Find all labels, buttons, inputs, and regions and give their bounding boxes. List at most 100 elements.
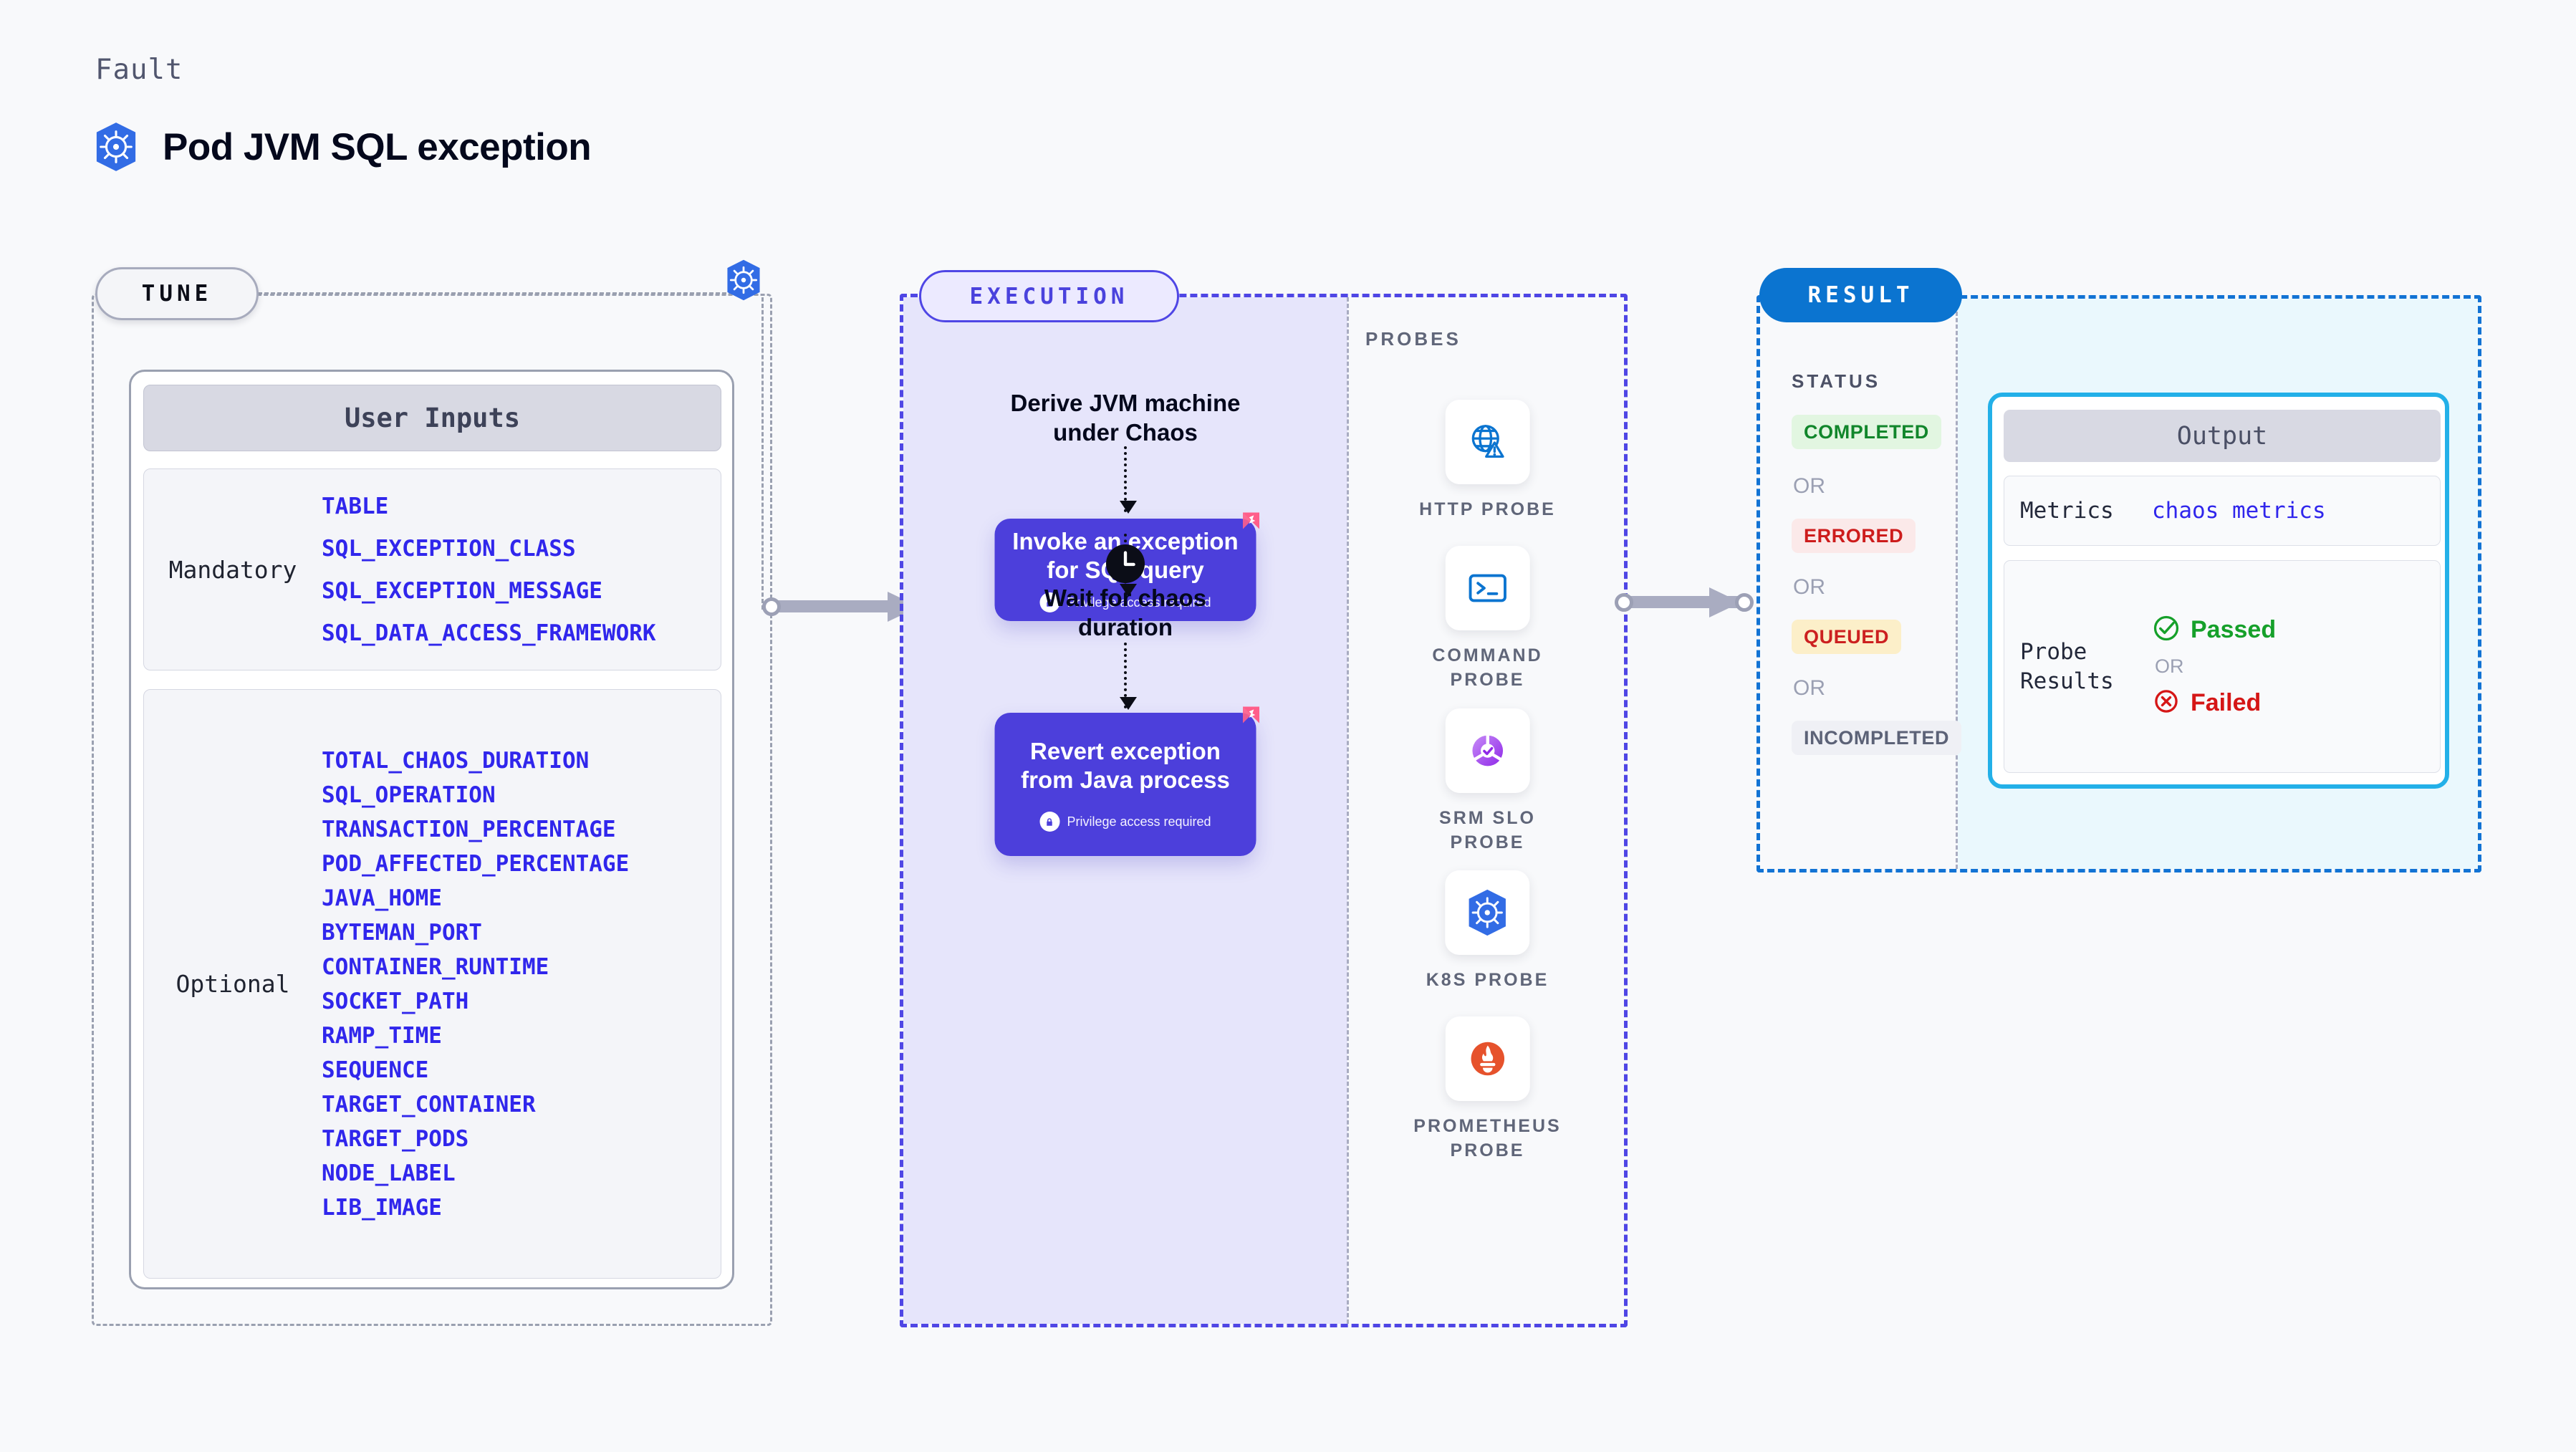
probe-result-passed: Passed — [2152, 614, 2276, 646]
output-probe-results-values: Passed OR Failed — [2152, 614, 2276, 719]
probe-result-failed: Failed — [2152, 687, 2276, 719]
status-label: STATUS — [1792, 370, 1881, 392]
harness-logo-icon — [1235, 698, 1268, 735]
param-item[interactable]: BYTEMAN_PORT — [322, 919, 482, 946]
param-item[interactable]: SQL_OPERATION — [322, 782, 496, 808]
flow-arrow-3 — [1120, 643, 1137, 710]
srm-slo-icon — [1445, 708, 1530, 793]
user-inputs-title: User Inputs — [143, 385, 721, 451]
param-item[interactable]: LIB_IMAGE — [322, 1194, 442, 1221]
param-item[interactable]: TABLE — [322, 493, 389, 519]
param-item[interactable]: SQL_DATA_ACCESS_FRAMEWORK — [322, 620, 656, 646]
step-revert-exception[interactable]: Revert exception from Java process Privi… — [994, 706, 1259, 856]
harness-logo-icon — [1235, 504, 1268, 541]
probe-http[interactable]: HTTP PROBE — [1419, 400, 1556, 522]
page-title: Pod JVM SQL exception — [94, 122, 592, 172]
optional-label: Optional — [176, 970, 290, 998]
terminal-icon — [1445, 546, 1530, 630]
status-badge-incompleted: INCOMPLETED — [1792, 721, 1962, 755]
arrow-dot-start — [1615, 593, 1633, 612]
param-item[interactable]: TARGET_CONTAINER — [322, 1091, 536, 1117]
probe-prometheus-label: PROMETHEUS PROBE — [1413, 1116, 1562, 1160]
probes-label: PROBES — [1365, 328, 1461, 350]
lock-icon — [1039, 592, 1060, 613]
tune-section — [92, 294, 772, 1326]
step-revert-sub-text: Privilege access required — [1067, 814, 1211, 829]
probes-column: PROBES HTTP PROBE — [1350, 297, 1625, 1324]
status-badge-errored: ERRORED — [1792, 519, 1916, 553]
mandatory-label: Mandatory — [168, 555, 297, 584]
probe-k8s[interactable]: K8S PROBE — [1426, 870, 1549, 993]
execution-flow: Derive JVM machine under Chaos Invoke an… — [903, 297, 1347, 1324]
step-invoke-sub-text: Privilege access required — [1067, 595, 1211, 610]
param-item[interactable]: SOCKET_PATH — [322, 988, 469, 1014]
arrow-line — [778, 600, 915, 612]
optional-params: TOTAL_CHAOS_DURATION SQL_OPERATION TRANS… — [322, 748, 629, 1221]
result-inner-divider — [1956, 299, 1958, 869]
probe-srm-slo-label: SRM SLO PROBE — [1439, 808, 1536, 852]
result-badge[interactable]: RESULT — [1759, 268, 1962, 322]
probe-prometheus[interactable]: PROMETHEUS PROBE — [1413, 1016, 1561, 1163]
output-title: Output — [2004, 410, 2441, 462]
param-item[interactable]: CONTAINER_RUNTIME — [322, 953, 549, 980]
optional-group: Optional TOTAL_CHAOS_DURATION SQL_OPERAT… — [143, 689, 721, 1279]
step-revert-subtitle: Privilege access required — [1039, 812, 1211, 832]
wait-chaos-title: Wait for chaos duration — [1044, 585, 1207, 640]
kubernetes-icon — [1445, 870, 1530, 955]
status-column: STATUS COMPLETED OR ERRORED OR QUEUED OR… — [1760, 299, 1962, 869]
prometheus-icon — [1445, 1016, 1530, 1101]
globe-warning-icon — [1445, 400, 1530, 484]
probe-command[interactable]: COMMAND PROBE — [1418, 546, 1557, 692]
lock-icon — [1039, 812, 1060, 832]
derive-jvm-line2: under Chaos — [1053, 418, 1198, 446]
probe-result-or: OR — [2155, 655, 2184, 677]
mandatory-group: Mandatory TABLE SQL_EXCEPTION_CLASS SQL_… — [143, 468, 721, 670]
status-or-1: OR — [1793, 474, 1825, 498]
output-card: Output Metrics chaos metrics Probe Resul… — [1988, 393, 2449, 789]
arrow-dot-start — [762, 597, 781, 616]
check-circle-icon — [2152, 614, 2181, 646]
output-probe-results-key: Probe Results — [2020, 638, 2114, 694]
param-item[interactable]: JAVA_HOME — [322, 885, 442, 911]
param-item[interactable]: SQL_EXCEPTION_MESSAGE — [322, 577, 602, 604]
probes-divider — [1347, 297, 1349, 1324]
probe-command-label: COMMAND PROBE — [1432, 645, 1543, 690]
page-title-text: Pod JVM SQL exception — [163, 125, 592, 168]
execution-badge[interactable]: EXECUTION — [919, 270, 1179, 322]
output-probe-results-row: Probe Results Passed OR — [2004, 560, 2441, 773]
probe-result-passed-label: Passed — [2191, 616, 2277, 643]
status-badge-queued: QUEUED — [1792, 620, 1902, 654]
flow-arrow-1 — [1120, 446, 1137, 514]
clock-icon — [1106, 544, 1145, 587]
probe-srm-slo[interactable]: SRM SLO PROBE — [1418, 708, 1557, 855]
param-item[interactable]: SQL_EXCEPTION_CLASS — [322, 535, 576, 562]
kubernetes-icon — [94, 122, 138, 172]
param-item[interactable]: TARGET_PODS — [322, 1125, 469, 1152]
step-invoke-subtitle: Privilege access required — [1039, 592, 1211, 613]
arrow-dot-end — [1735, 593, 1754, 612]
status-or-3: OR — [1793, 676, 1825, 700]
derive-jvm-title: Derive JVM machine under Chaos — [903, 389, 1347, 447]
param-item[interactable]: TOTAL_CHAOS_DURATION — [322, 747, 590, 774]
probe-result-failed-label: Failed — [2191, 689, 2262, 716]
tune-dashed-vertical — [761, 297, 764, 610]
param-item[interactable]: SEQUENCE — [322, 1057, 429, 1083]
output-metrics-value[interactable]: chaos metrics — [2152, 498, 2326, 524]
tune-dashed-connector — [258, 292, 752, 294]
param-item[interactable]: RAMP_TIME — [322, 1022, 442, 1049]
step-revert-title: Revert exception from Java process — [1021, 737, 1230, 793]
execution-section — [900, 294, 1628, 1327]
x-circle-icon — [2152, 687, 2181, 719]
derive-jvm-line1: Derive JVM machine — [1010, 390, 1241, 416]
user-inputs-card: User Inputs Mandatory TABLE SQL_EXCEPTIO… — [129, 370, 734, 1289]
kubernetes-icon — [725, 259, 762, 304]
probe-k8s-label: K8S PROBE — [1426, 970, 1549, 990]
param-item[interactable]: NODE_LABEL — [322, 1160, 456, 1186]
param-item[interactable]: TRANSACTION_PERCENTAGE — [322, 816, 616, 842]
status-badge-completed: COMPLETED — [1792, 415, 1941, 449]
output-metrics-key: Metrics — [2020, 497, 2114, 524]
tune-badge[interactable]: TUNE — [95, 267, 259, 320]
result-section — [1756, 295, 2481, 872]
param-item[interactable]: POD_AFFECTED_PERCENTAGE — [322, 850, 630, 877]
